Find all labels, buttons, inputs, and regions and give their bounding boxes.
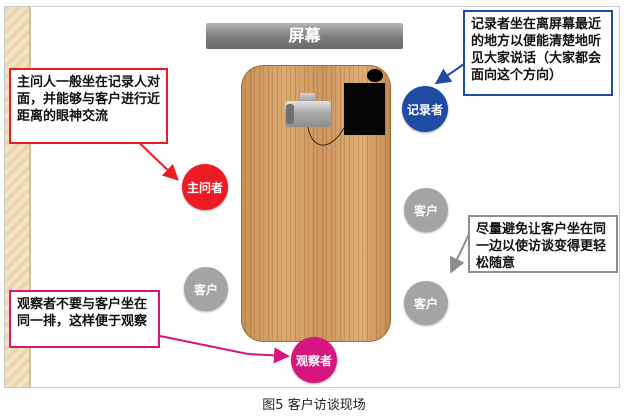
mouse — [367, 69, 383, 82]
recorder-device-top — [300, 93, 315, 102]
recorder-note: 记录者坐在离屏幕最近的地方以便能清楚地听见大家说话（大家都会面向这个方向） — [463, 10, 613, 96]
interviewer-note: 主问人一般坐在记录人对面，并能够与客户进行近距离的眼神交流 — [9, 68, 168, 144]
client-seat-right-bottom: 客户 — [404, 281, 448, 325]
figure-caption: 图5 客户访谈现场 — [262, 398, 366, 413]
client-seat-right-top: 客户 — [404, 188, 448, 232]
observer-note: 观察者不要与客户坐在同一排，这样便于观察 — [9, 290, 160, 348]
recorder-seat: 记录者 — [402, 86, 448, 132]
screen-bar: 屏幕 — [206, 23, 403, 49]
laptop — [344, 83, 385, 135]
client-seat-left: 客户 — [184, 267, 228, 311]
interviewer-seat: 主问者 — [182, 164, 228, 210]
clients-note: 尽量避免让客户坐在同一边以使访谈变得更轻松随意 — [468, 215, 618, 273]
recorder-device-lens — [286, 104, 294, 124]
observer-seat: 观察者 — [291, 337, 337, 383]
